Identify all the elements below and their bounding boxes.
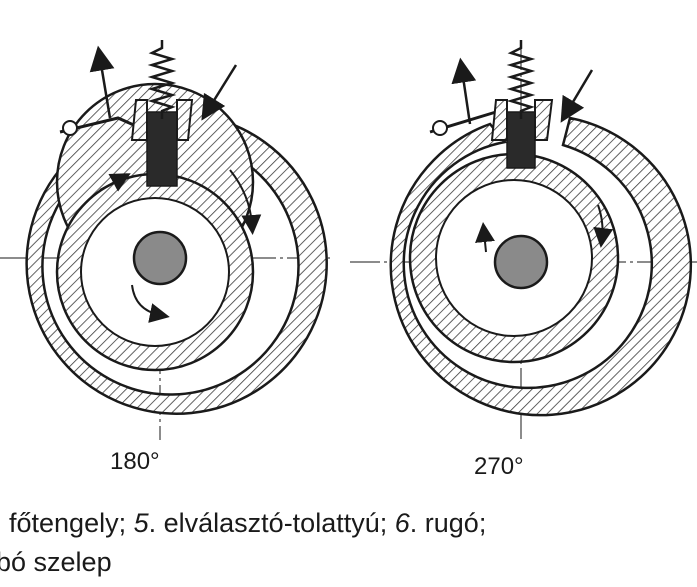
inlet-arrow <box>560 69 594 123</box>
vane-guide-right <box>534 99 554 141</box>
outer-casing <box>389 116 693 417</box>
spring <box>147 40 177 119</box>
main-shaft <box>493 234 549 290</box>
outlet-arrow <box>451 57 477 125</box>
rotation-arrow-right <box>593 204 614 248</box>
angle-label-270: 270° <box>474 453 524 480</box>
spring <box>506 40 536 119</box>
caption-segment: . rugó; <box>409 508 487 538</box>
outlet-arrow <box>89 45 115 119</box>
rotation-arrow-left <box>475 222 495 253</box>
caption-line-1: . főtengely; 5. elválasztó-tolattyú; 6. … <box>0 508 486 538</box>
main-shaft <box>132 230 188 286</box>
caption-segment: 5 <box>133 508 149 538</box>
inlet-arrow <box>201 64 238 121</box>
angle-label-180: 180° <box>110 448 160 475</box>
vane-guide-right <box>176 99 194 141</box>
caption-segment: . elválasztó-tolattyú; <box>148 508 395 538</box>
separator-vane <box>146 111 178 187</box>
rotation-arrow-top <box>99 173 131 192</box>
vane-guide-left <box>130 99 148 141</box>
valve-flap <box>59 116 137 134</box>
rotation-arrow-inner <box>131 284 170 323</box>
pump-view-270 <box>350 40 697 440</box>
caption-segment: 6 <box>394 508 410 538</box>
rotation-arrow-right <box>229 169 262 235</box>
vane-guide-left <box>490 99 508 141</box>
caption-line-2: bó szelep <box>0 547 112 577</box>
caption-segment: . főtengely; <box>0 508 134 538</box>
valve-hinge <box>432 120 448 136</box>
valve-hinge <box>62 120 78 136</box>
pump-view-180 <box>0 40 330 440</box>
separator-vane <box>506 111 536 169</box>
